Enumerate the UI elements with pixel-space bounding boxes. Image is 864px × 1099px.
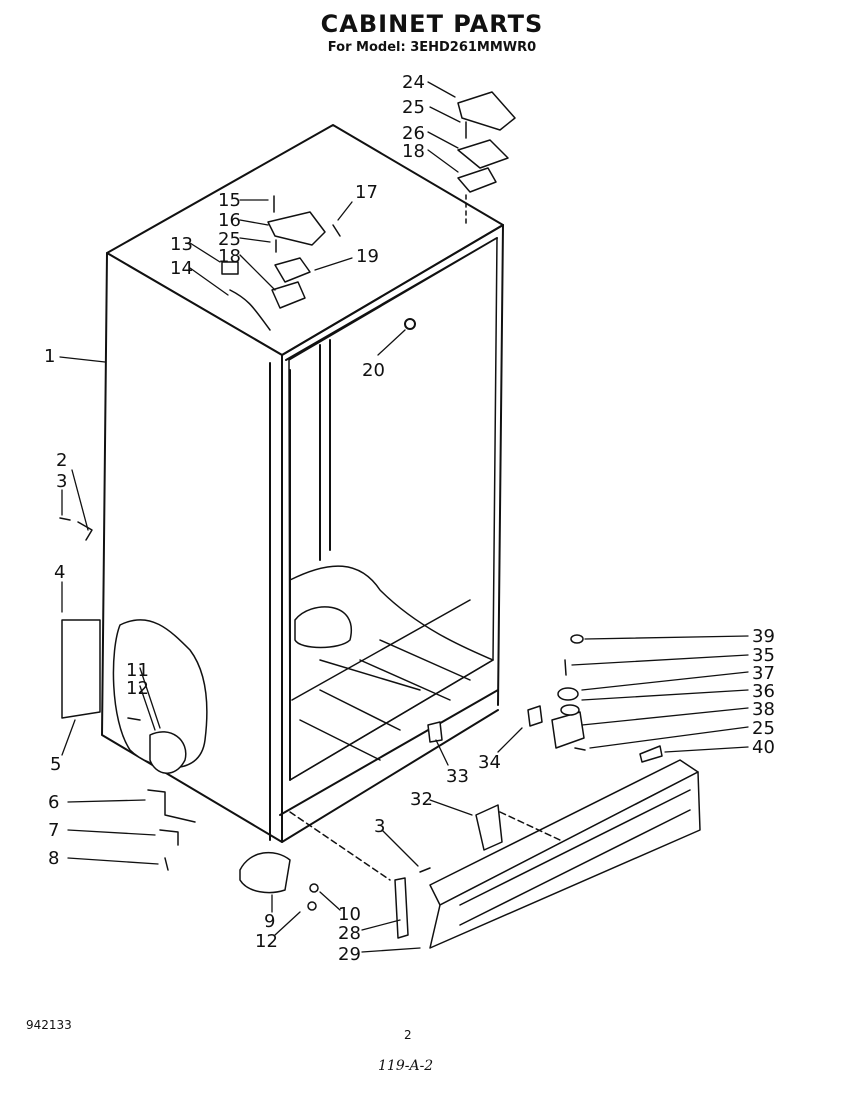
callout-12-bottom: 12 bbox=[255, 931, 278, 952]
roller-parts bbox=[557, 634, 663, 763]
callout-3-left: 3 bbox=[56, 471, 67, 492]
left-hinge-assembly bbox=[221, 195, 341, 331]
callout-14: 14 bbox=[170, 258, 193, 279]
cabinet-floor bbox=[289, 565, 494, 781]
callout-32: 32 bbox=[410, 789, 433, 810]
callout-10: 10 bbox=[338, 904, 361, 925]
callout-25-top: 25 bbox=[402, 97, 425, 118]
model-subtitle: For Model: 3EHD261MMWR0 bbox=[327, 40, 537, 55]
callout-1: 1 bbox=[44, 346, 55, 367]
callout-13: 13 bbox=[170, 234, 193, 255]
callout-5: 5 bbox=[50, 754, 61, 775]
callout-6: 6 bbox=[48, 792, 59, 813]
leader-lines bbox=[59, 81, 749, 953]
handwritten-note: 119-A-2 bbox=[378, 1058, 434, 1074]
callout-34: 34 bbox=[478, 752, 501, 773]
page-number: 2 bbox=[404, 1028, 412, 1042]
callout-24: 24 bbox=[402, 72, 425, 93]
callout-39: 39 bbox=[752, 626, 775, 647]
callout-19: 19 bbox=[356, 246, 379, 267]
callout-36: 36 bbox=[752, 681, 775, 702]
footer-code: 942133 bbox=[26, 1018, 72, 1032]
callout-35: 35 bbox=[752, 645, 775, 666]
toe-grille bbox=[289, 705, 701, 949]
callout-26: 26 bbox=[402, 123, 425, 144]
callout-11: 11 bbox=[126, 660, 149, 681]
callout-25-left: 25 bbox=[218, 229, 241, 250]
callout-9: 9 bbox=[264, 911, 275, 932]
callout-4: 4 bbox=[54, 562, 65, 583]
callout-labels: 24 25 26 18 15 16 17 25 13 18 19 14 20 1… bbox=[44, 72, 775, 965]
right-hinge-assembly bbox=[457, 91, 516, 226]
callout-33: 33 bbox=[446, 766, 469, 787]
callout-17: 17 bbox=[355, 182, 378, 203]
callout-3-bottom: 3 bbox=[374, 816, 385, 837]
callout-2: 2 bbox=[56, 450, 67, 471]
callout-16: 16 bbox=[218, 210, 241, 231]
callout-7: 7 bbox=[48, 820, 59, 841]
callout-20: 20 bbox=[362, 360, 385, 381]
plug-button bbox=[404, 318, 416, 330]
bottom-hinge bbox=[239, 851, 319, 911]
callout-40: 40 bbox=[752, 737, 775, 758]
callout-15: 15 bbox=[218, 190, 241, 211]
callout-18-right: 18 bbox=[402, 141, 425, 162]
diagram-title: CABINET PARTS bbox=[320, 10, 544, 38]
callout-12-left: 12 bbox=[126, 678, 149, 699]
callout-29: 29 bbox=[338, 944, 361, 965]
callout-18-left: 18 bbox=[218, 246, 241, 267]
callout-8: 8 bbox=[48, 848, 59, 869]
callout-37: 37 bbox=[752, 663, 775, 684]
left-side-parts bbox=[59, 517, 208, 871]
callout-28: 28 bbox=[338, 923, 361, 944]
callout-25-right: 25 bbox=[752, 718, 775, 739]
callout-38: 38 bbox=[752, 699, 775, 720]
